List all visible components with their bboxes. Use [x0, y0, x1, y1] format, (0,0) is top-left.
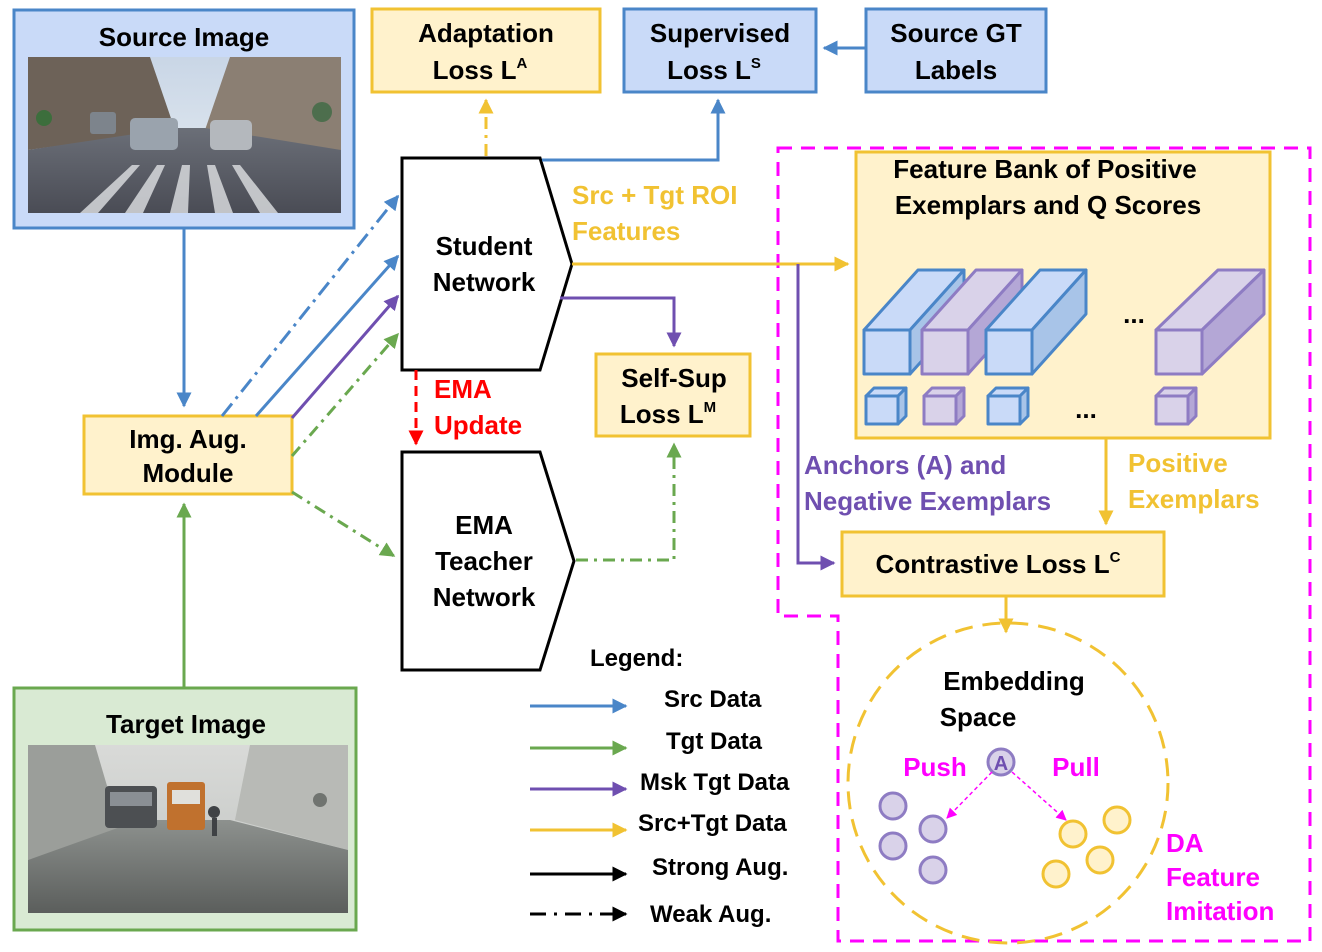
score-cube-purple-2 [1154, 386, 1198, 426]
img-aug-line2: Module [143, 458, 234, 488]
arrow-teacher-to-selfsup [576, 442, 682, 562]
da-line2: Feature [1166, 862, 1260, 892]
img-aug-module-box: Img. Aug. Module [82, 414, 294, 496]
bank-ellipsis-bottom: ... [1075, 394, 1097, 424]
adaptation-loss-box: Adaptation Loss LA [370, 7, 602, 94]
self-sup-loss-box: Self-Sup Loss LM [594, 352, 752, 438]
target-image-box: Target Image [12, 686, 358, 932]
exemplar-prism-blue-2 [984, 268, 1088, 376]
anchors-line1: Anchors (A) and [804, 450, 1006, 480]
self-sup-loss-line2: Loss LM [620, 399, 716, 429]
pull-label: Pull [1052, 752, 1100, 782]
src-tgt-roi-line1: Src + Tgt ROI [572, 180, 737, 210]
ema-teacher-network-box: EMA Teacher Network [400, 450, 576, 672]
arrow-aug-to-student-tgt-weak [290, 332, 400, 457]
da-line1: DA [1166, 828, 1204, 858]
arrow-student-to-supervised [542, 98, 726, 162]
supervised-loss-line2: Loss LS [667, 55, 761, 85]
arrow-aug-to-student-src-strong [254, 254, 400, 417]
embedding-space: Embedding Space Push Pull A [846, 621, 1170, 945]
source-image-title: Source Image [99, 22, 270, 52]
score-cube-blue-1 [864, 386, 908, 426]
score-cube-purple-1 [922, 386, 966, 426]
embedding-line2: Space [940, 702, 1017, 732]
legend-title: Legend: [590, 645, 683, 672]
source-gt-line1: Source GT [890, 18, 1022, 48]
teacher-network-line3: Network [433, 582, 536, 612]
img-aug-line1: Img. Aug. [129, 424, 246, 454]
feature-bank-exemplars: ... ... [862, 268, 1266, 426]
arrows [176, 40, 1114, 688]
pull-arrow [1011, 771, 1067, 821]
adaptation-loss-line1: Adaptation [418, 18, 554, 48]
supervised-loss-box: Supervised Loss LS [622, 7, 818, 94]
student-network-box: Student Network [400, 156, 574, 372]
legend-label-msk: Msk Tgt Data [640, 769, 790, 796]
arrow-aug-to-student-msk [290, 294, 400, 419]
ema-update-line2: Update [434, 410, 522, 440]
self-sup-loss-line1: Self-Sup [621, 363, 726, 393]
legend-label-src: Src Data [664, 686, 762, 713]
adaptation-loss-line2: Loss LA [433, 55, 528, 85]
legend: Legend: Src Data Tgt Data Msk Tgt Data S… [530, 645, 790, 928]
street-scene-photo [28, 57, 341, 213]
ema-update-line1: EMA [434, 374, 492, 404]
positive-exemplar-points [1041, 805, 1132, 889]
contrastive-loss-box: Contrastive Loss LC [840, 530, 1166, 598]
push-label: Push [903, 752, 967, 782]
source-image-box: Source Image [12, 8, 356, 230]
src-tgt-roi-line2: Features [572, 216, 680, 246]
anchor-node: A [986, 747, 1016, 777]
arrow-aug-to-student-src-weak [220, 194, 400, 417]
arrow-student-to-selfsup [560, 296, 682, 348]
arrow-anchors-to-contrastive [796, 264, 836, 571]
anchors-line2: Negative Exemplars [804, 486, 1051, 516]
bank-ellipsis-top: ... [1123, 299, 1145, 329]
positive-line1: Positive [1128, 448, 1228, 478]
arrow-aug-to-teacher [291, 490, 396, 558]
embedding-line1: Embedding [943, 666, 1085, 696]
exemplar-prism-purple-2 [1154, 268, 1266, 376]
legend-label-tgt: Tgt Data [666, 728, 763, 755]
teacher-network-line1: EMA [455, 510, 513, 540]
supervised-loss-line1: Supervised [650, 18, 790, 48]
negative-exemplar-points [878, 791, 948, 885]
contrastive-loss-label: Contrastive Loss LC [876, 549, 1121, 579]
student-network-line2: Network [433, 267, 536, 297]
svg-text:A: A [994, 753, 1008, 775]
legend-label-srctgt: Src+Tgt Data [638, 810, 787, 837]
da-line3: Imitation [1166, 896, 1274, 926]
target-image-title: Target Image [106, 709, 266, 739]
da-feature-imitation-region [776, 146, 1312, 943]
feature-bank-line2: Exemplars and Q Scores [895, 190, 1201, 220]
foggy-street-scene-photo [28, 745, 348, 913]
legend-label-weak: Weak Aug. [650, 901, 771, 928]
score-cube-blue-2 [986, 386, 1030, 426]
positive-line2: Exemplars [1128, 484, 1260, 514]
feature-bank-line1: Feature Bank of Positive [893, 154, 1196, 184]
teacher-network-line2: Teacher [435, 546, 533, 576]
push-arrow [946, 771, 993, 819]
student-network-line1: Student [436, 231, 533, 261]
source-gt-labels-box: Source GT Labels [864, 7, 1048, 94]
source-gt-line2: Labels [915, 55, 997, 85]
legend-label-strong: Strong Aug. [652, 854, 788, 881]
